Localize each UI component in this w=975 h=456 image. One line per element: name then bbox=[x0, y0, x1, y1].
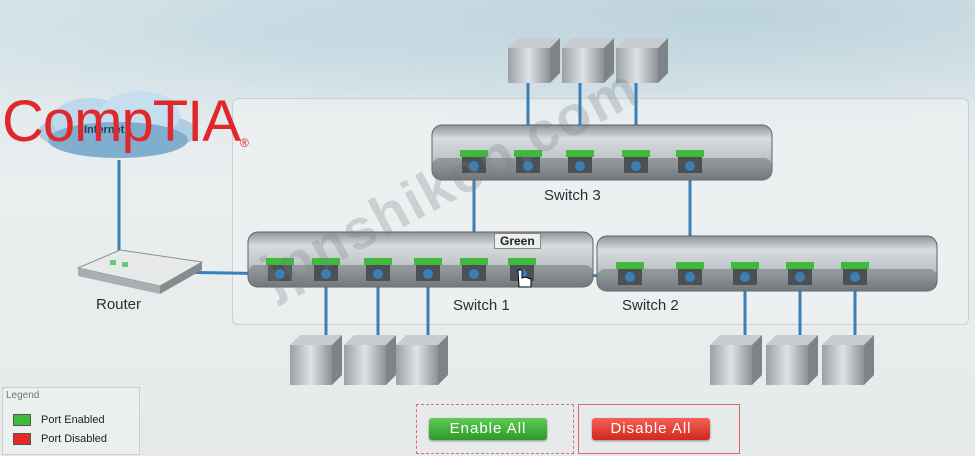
switch-1-port-2[interactable] bbox=[312, 258, 340, 281]
hand-cursor-icon bbox=[517, 269, 532, 288]
switch-1-port-4[interactable] bbox=[414, 258, 442, 281]
server-top-2-icon[interactable] bbox=[562, 38, 614, 83]
switch-2-port-3[interactable] bbox=[731, 262, 759, 285]
internet-cloud-icon bbox=[38, 91, 198, 158]
switch-2[interactable] bbox=[596, 235, 938, 292]
brand-registered-mark: ® bbox=[239, 136, 249, 150]
switch-1-label: Switch 1 bbox=[453, 297, 510, 314]
router-label: Router bbox=[96, 296, 142, 313]
switch-1-port-3[interactable] bbox=[364, 258, 392, 281]
port-tooltip: Green bbox=[494, 233, 541, 249]
switch-1-port-1[interactable] bbox=[266, 258, 294, 281]
legend-enabled-label: Port Enabled bbox=[41, 414, 105, 426]
switch-3-port-5[interactable] bbox=[676, 150, 704, 173]
legend-disabled-label: Port Disabled bbox=[41, 433, 108, 445]
switch-2-ports bbox=[616, 262, 869, 285]
switch-2-label: Switch 2 bbox=[622, 297, 679, 314]
switch-2-port-2[interactable] bbox=[676, 262, 704, 285]
legend-row-enabled: Port Enabled bbox=[13, 414, 105, 426]
switch-1-port-5[interactable] bbox=[460, 258, 488, 281]
legend-title: Legend bbox=[6, 390, 40, 401]
server-top-3-icon[interactable] bbox=[616, 38, 668, 83]
legend-row-disabled: Port Disabled bbox=[13, 433, 107, 445]
switch-2-port-5[interactable] bbox=[841, 262, 869, 285]
servers bbox=[290, 38, 874, 385]
enabled-swatch bbox=[13, 414, 31, 426]
server-bl-3-icon[interactable] bbox=[396, 335, 448, 385]
server-bl-2-icon[interactable] bbox=[344, 335, 396, 385]
server-br-2-icon[interactable] bbox=[766, 335, 818, 385]
legend: Legend Port Enabled Port Disabled bbox=[2, 387, 140, 455]
switch-3-port-4[interactable] bbox=[622, 150, 650, 173]
server-br-3-icon[interactable] bbox=[822, 335, 874, 385]
switch-2-port-1[interactable] bbox=[616, 262, 644, 285]
switch-2-port-4[interactable] bbox=[786, 262, 814, 285]
enable-all-button[interactable]: Enable All bbox=[429, 418, 547, 440]
internet-label: Internet bbox=[84, 124, 125, 136]
switch-3-port-1[interactable] bbox=[460, 150, 488, 173]
server-top-1-icon[interactable] bbox=[508, 38, 560, 83]
brand-text: CompTIA bbox=[2, 89, 241, 154]
server-br-1-icon[interactable] bbox=[710, 335, 762, 385]
disabled-swatch bbox=[13, 433, 31, 445]
switch-3-label: Switch 3 bbox=[544, 187, 601, 204]
switch-3-port-2[interactable] bbox=[514, 150, 542, 173]
comptia-logo: CompTIA® bbox=[2, 88, 249, 155]
disable-all-button[interactable]: Disable All bbox=[592, 418, 710, 440]
switch-3-port-3[interactable] bbox=[566, 150, 594, 173]
router-icon[interactable] bbox=[76, 249, 204, 294]
server-bl-1-icon[interactable] bbox=[290, 335, 342, 385]
switch-3-ports bbox=[460, 150, 704, 173]
disable-all-frame: Disable All bbox=[578, 404, 740, 454]
enable-all-frame: Enable All bbox=[416, 404, 574, 454]
